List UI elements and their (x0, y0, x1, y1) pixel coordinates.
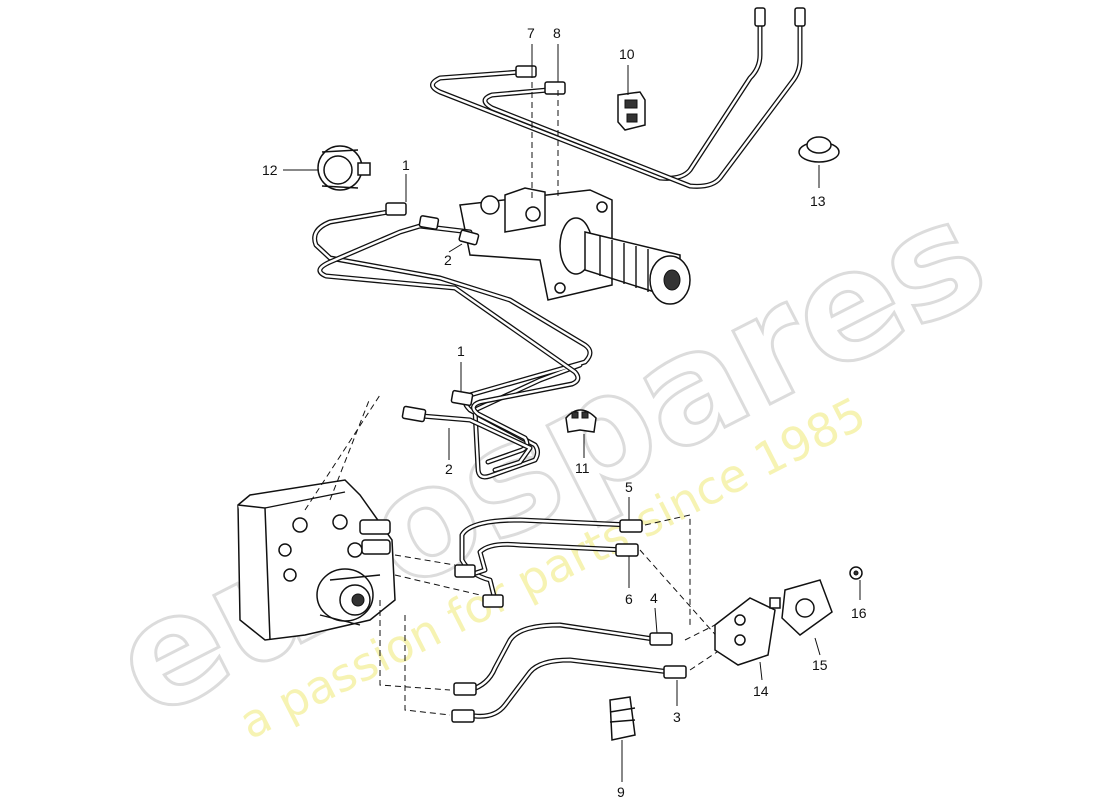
callout-4: 4 (650, 590, 658, 606)
upper-brake-lines (430, 7, 806, 189)
callout-7: 7 (527, 25, 535, 41)
callout-5: 5 (625, 479, 633, 495)
main-brake-lines (312, 202, 593, 480)
part-9-clip (609, 696, 636, 741)
part-14-pressure-regulator (714, 597, 781, 666)
part-12-grommet (317, 145, 371, 191)
callout-15: 15 (812, 657, 828, 673)
callout-10: 10 (619, 46, 635, 62)
part-10-clip (617, 91, 646, 131)
callout-1-lower: 1 (457, 343, 465, 359)
brake-master-cylinder (459, 187, 691, 305)
callout-1-upper: 1 (402, 157, 410, 173)
part-15-gasket (781, 579, 833, 636)
brake-lines-5-6 (394, 514, 721, 641)
callout-16: 16 (851, 605, 867, 621)
part-16-nut (849, 566, 863, 580)
callout-labels: 7 8 10 12 1 2 13 1 2 11 5 6 4 16 15 14 3… (262, 25, 867, 800)
leader-lines (283, 44, 861, 782)
callout-8: 8 (553, 25, 561, 41)
callout-9: 9 (617, 784, 625, 800)
callout-12: 12 (262, 162, 278, 178)
callout-13: 13 (810, 193, 826, 209)
part-13-plug (798, 136, 840, 163)
callout-3: 3 (673, 709, 681, 725)
part-11-clamp (565, 409, 597, 433)
callout-2-upper: 2 (444, 252, 452, 268)
abs-hydraulic-unit (237, 394, 396, 641)
callout-2-lower: 2 (445, 461, 453, 477)
callout-11: 11 (575, 460, 590, 476)
callout-6: 6 (625, 591, 633, 607)
brake-lines-3-4 (379, 600, 721, 723)
callout-14: 14 (753, 683, 769, 699)
